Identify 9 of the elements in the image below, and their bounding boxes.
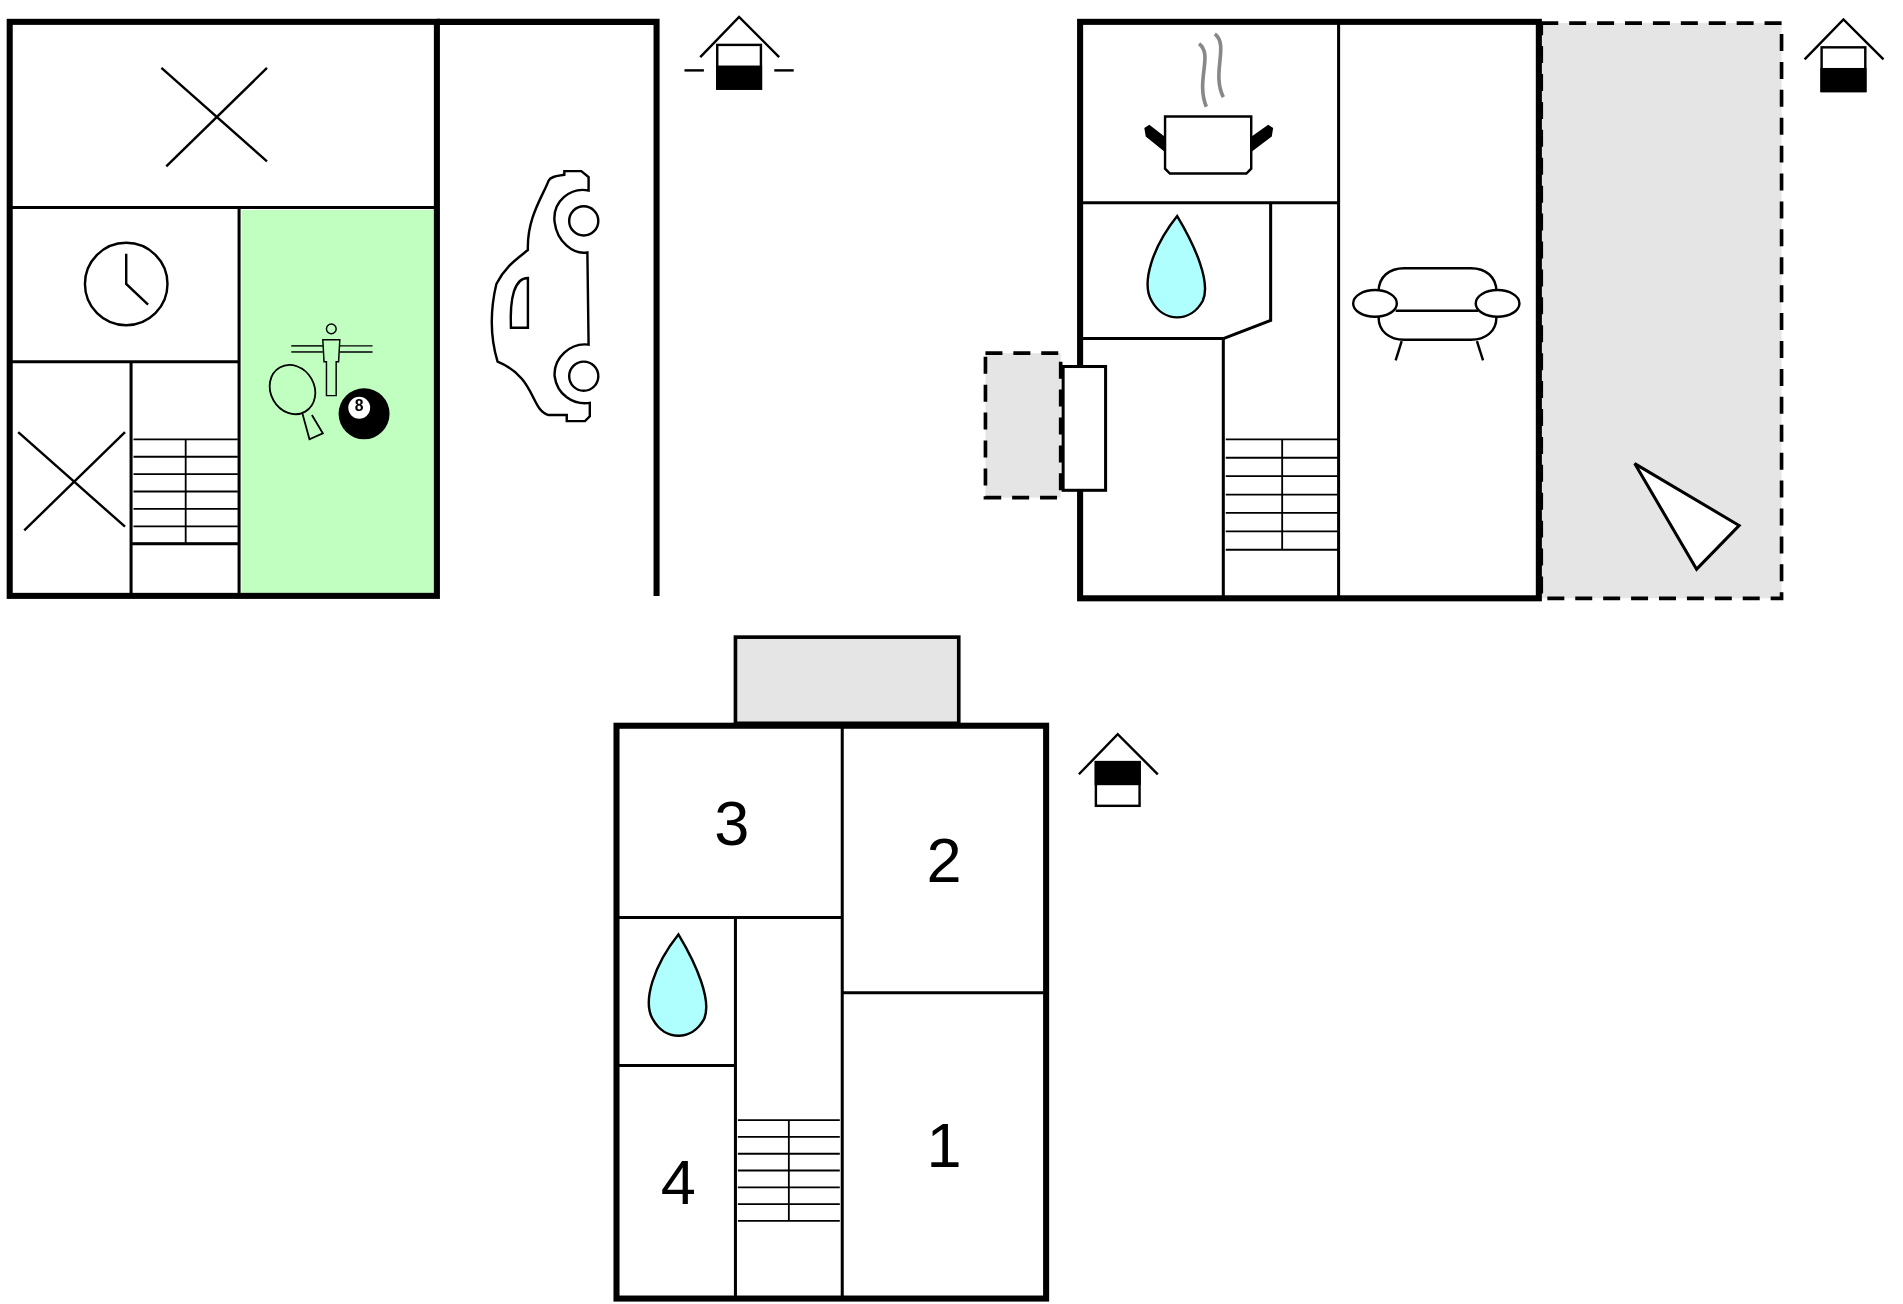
room-number: 4 (660, 1150, 696, 1214)
room-number: 3 (714, 791, 750, 855)
triangle-marker (1633, 462, 1742, 572)
room-number: 1 (926, 1114, 962, 1178)
room-number: 2 (926, 828, 962, 892)
door-panel (1061, 365, 1108, 492)
balcony-area (733, 635, 961, 726)
balcony-area (983, 351, 1063, 500)
ball-number: 8 (353, 396, 365, 417)
